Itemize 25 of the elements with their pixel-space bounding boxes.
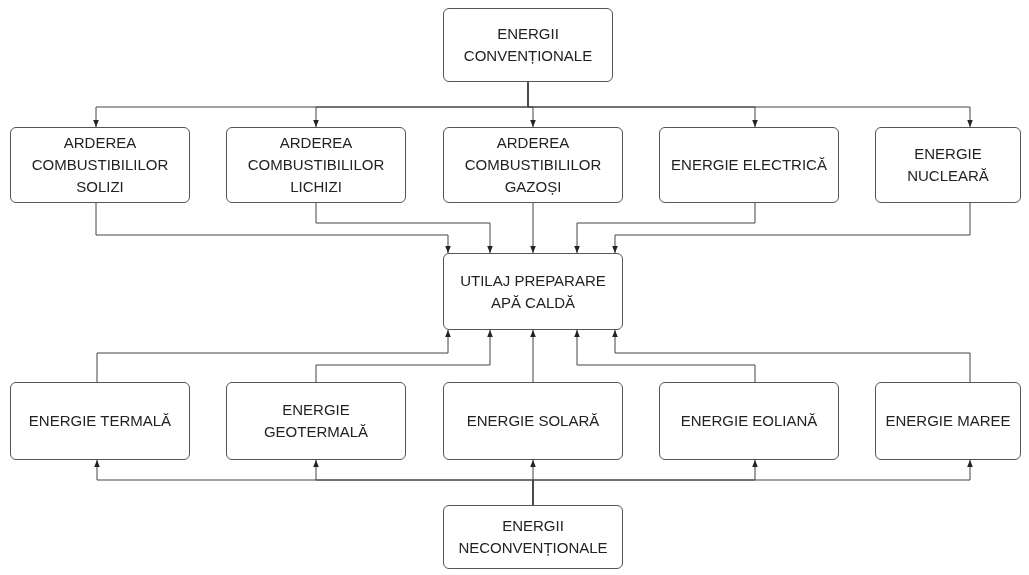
connector-arrow	[530, 202, 536, 254]
process-box: ARDEREA COMBUSTIBILILOR LICHIZI	[226, 127, 406, 203]
process-box: ENERGIE MAREE	[875, 382, 1021, 460]
connector-arrow	[612, 202, 971, 254]
connector-arrow	[612, 329, 971, 383]
connector-arrow	[574, 202, 756, 254]
connector-arrow	[315, 202, 493, 254]
connector-arrow	[530, 329, 536, 383]
process-box: ENERGIE GEOTERMALĂ	[226, 382, 406, 460]
process-box: ENERGII NECONVENȚIONALE	[443, 505, 623, 569]
connector-arrow	[95, 202, 451, 254]
process-box: ENERGIE EOLIANĂ	[659, 382, 839, 460]
connector-arrow	[315, 329, 493, 383]
process-box: ARDEREA COMBUSTIBILILOR SOLIZI	[10, 127, 190, 203]
process-box: ENERGIE NUCLEARĂ	[875, 127, 1021, 203]
process-box: ENERGII CONVENȚIONALE	[443, 8, 613, 82]
process-box: ENERGIE TERMALĂ	[10, 382, 190, 460]
connector-arrow	[532, 459, 973, 506]
connector-arrow	[574, 329, 756, 383]
process-box: ARDEREA COMBUSTIBILILOR GAZOȘI	[443, 127, 623, 203]
process-box: ENERGIE SOLARĂ	[443, 382, 623, 460]
process-box: ENERGIE ELECTRICĂ	[659, 127, 839, 203]
connector-arrow	[527, 81, 973, 128]
process-box: UTILAJ PREPARARE APĂ CALDĂ	[443, 253, 623, 330]
connector-arrow	[96, 329, 451, 383]
